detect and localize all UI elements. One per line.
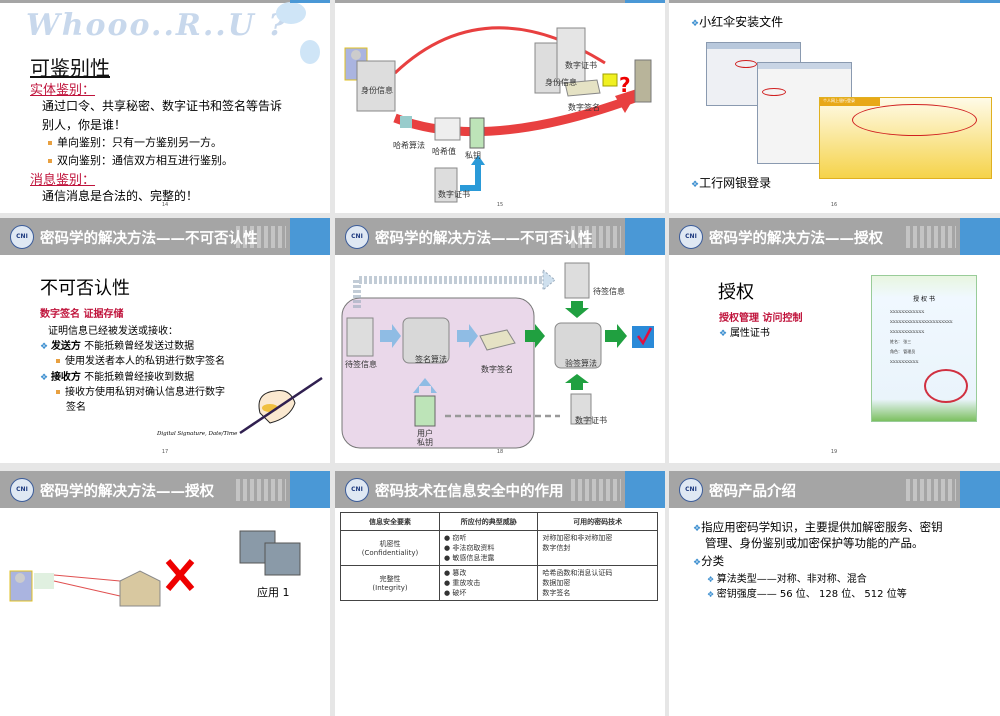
label-to-sign: 待签信息 <box>345 360 377 369</box>
label-private-key: 私钥 <box>465 151 481 160</box>
page-number: 14 <box>161 202 169 208</box>
logo-icon: CNI <box>345 225 369 249</box>
label-hash-algorithm: 哈希算法 <box>393 141 425 150</box>
label-digital-signature: 数字签名 <box>568 103 600 112</box>
label-hash-value: 哈希值 <box>432 147 456 156</box>
bullet-item: 双向鉴别：通信双方相互进行鉴别。 <box>48 152 233 168</box>
sub-bullet: ❖ 算法类型——对称、非对称、混合 <box>707 574 867 585</box>
section-heading: 消息鉴别： <box>30 173 96 188</box>
logo-icon: CNI <box>679 478 703 502</box>
slide-header-title: 密码学的解决方法——不可否认性 <box>40 231 258 247</box>
label-sign-algorithm: 签名算法 <box>415 355 447 364</box>
table-row: 完整性(Integrity) ● 篡改● 重放攻击● 破坏 哈希函数和消息认证码… <box>339 565 658 601</box>
bank-login-title: 个人网上银行登录 <box>820 98 880 106</box>
bank-login-screenshot: 个人网上银行登录 <box>819 97 992 179</box>
logo-icon: CNI <box>679 225 703 249</box>
slide-title: 授权 <box>718 282 754 303</box>
page-number: 15 <box>496 202 504 208</box>
body-text: 证明信息已经被发送或接收： <box>48 326 178 337</box>
slide-title: 可鉴别性 <box>30 56 110 80</box>
red-subtitle: 数字签名 证据存储 <box>40 309 124 320</box>
label-user-key: 私钥 <box>417 438 433 447</box>
slide-header-title: 密码技术在信息安全中的作用 <box>375 484 564 500</box>
page-number: 19 <box>830 449 838 455</box>
label-certificate: 数字证书 <box>575 416 607 425</box>
bullet-item: ❖分类 <box>693 554 725 568</box>
body-text: 别人，你是谁！ <box>42 118 127 132</box>
page-number: 17 <box>161 449 169 455</box>
sub-bullet: 签名 <box>66 402 86 413</box>
svg-text:?: ? <box>619 73 631 97</box>
page-number: 18 <box>496 449 504 455</box>
authorization-diagram <box>9 530 301 607</box>
bullet-item: ❖工行网银登录 <box>691 176 772 190</box>
slide-header <box>669 0 1000 3</box>
non-repudiation-diagram <box>341 262 654 449</box>
slide-thumbnail-16[interactable]: ❖小红伞安装文件 个人网上银行登录 ❖工行网银登录 16 <box>669 0 1000 213</box>
bullet-item: ❖指应用密码学知识，主要提供加解密服务、密钥 <box>693 520 943 534</box>
bullet-item: ❖ 接收方 不能抵赖曾经接收到数据 <box>40 372 195 383</box>
slide-thumbnail-14[interactable]: Whooo..R..U ? 可鉴别性 实体鉴别： 通过口令、共享秘密、数字证书和… <box>0 0 330 213</box>
body-text: 通信消息是合法的、完整的！ <box>42 189 199 203</box>
bullet-item-cont: 管理、身份鉴别或加密保护等功能的产品。 <box>705 536 924 550</box>
slide-header: CNI 密码学的解决方法——授权 <box>669 218 1000 255</box>
slide-thumbnail-21[interactable]: CNI 密码技术在信息安全中的作用 信息安全要素所应付的典型威胁可用的密码技术 机… <box>335 471 665 716</box>
signature-caption: Digital Signature, Date/Time <box>157 431 238 437</box>
label-to-sign: 待签信息 <box>593 287 625 296</box>
cloud-icon <box>276 2 306 24</box>
section-heading: 实体鉴别： <box>30 83 96 98</box>
label-user-key: 用户 <box>417 429 433 438</box>
slide-header: CNI 密码技术在信息安全中的作用 <box>335 471 665 508</box>
sub-bullet: ❖ 密钥强度—— 56 位、 128 位、 512 位等 <box>707 589 907 600</box>
slide-header: CNI 密码产品介绍 <box>669 471 1000 508</box>
certificate-title: 授 权 书 <box>913 296 935 303</box>
red-subtitle: 授权管理 访问控制 <box>719 313 803 324</box>
slide-header: CNI 密码学的解决方法——不可否认性 <box>0 218 330 255</box>
watermark-text: Whooo..R..U ? <box>26 8 288 43</box>
label-certificate: 数字证书 <box>565 61 597 70</box>
bullet-item: ❖小红伞安装文件 <box>691 15 784 29</box>
seal-stamp <box>924 369 968 403</box>
sub-bullet: 接收方使用私钥对确认信息进行数字 <box>56 383 225 398</box>
slide-thumbnail-19[interactable]: CNI 密码学的解决方法——授权 授权 授权管理 访问控制 ❖ 属性证书 授 权 … <box>669 218 1000 463</box>
slide-thumbnail-20[interactable]: CNI 密码学的解决方法——授权 应用 1 <box>0 471 330 716</box>
logo-icon: CNI <box>10 478 34 502</box>
page-number: 16 <box>830 202 838 208</box>
label-digital-signature: 数字签名 <box>481 365 513 374</box>
label-identity-info: 身份信息 <box>361 86 393 95</box>
slide-header <box>0 0 330 3</box>
table-header-row: 信息安全要素所应付的典型威胁可用的密码技术 <box>339 512 658 531</box>
slide-header <box>335 0 665 3</box>
label-identity-info: 身份信息 <box>545 78 577 87</box>
slide-header-title: 密码学的解决方法——授权 <box>709 231 883 247</box>
crypto-role-table: 信息安全要素所应付的典型威胁可用的密码技术 机密性(Confidentialit… <box>339 512 658 601</box>
logo-icon: CNI <box>10 225 34 249</box>
slide-thumbnail-15[interactable]: ? 身份信息 哈希算法 哈希值 私钥 数字证书 数字证书 身份信息 数字签名 1… <box>335 0 665 213</box>
slide-thumbnail-22[interactable]: CNI 密码产品介绍 ❖指应用密码学知识，主要提供加解密服务、密钥 管理、身份鉴别… <box>669 471 1000 716</box>
slide-header: CNI 密码学的解决方法——授权 <box>0 471 330 508</box>
logo-icon: CNI <box>345 478 369 502</box>
bullet-item: ❖ 属性证书 <box>719 328 770 339</box>
label-application: 应用 1 <box>257 586 290 599</box>
bullet-item: 单向鉴别：只有一方鉴别另一方。 <box>48 134 222 150</box>
slide-thumbnail-17[interactable]: CNI 密码学的解决方法——不可否认性 不可否认性 数字签名 证据存储 证明信息已… <box>0 218 330 463</box>
slide-header-title: 密码产品介绍 <box>709 484 796 500</box>
slide-header-title: 密码学的解决方法——授权 <box>40 484 214 500</box>
slide-thumbnail-18[interactable]: CNI 密码学的解决方法——不可否认性 待签信息 签名算法 数字签名 待签信息 验… <box>335 218 665 463</box>
label-verify-algorithm: 验签算法 <box>565 359 597 368</box>
slide-header-title: 密码学的解决方法——不可否认性 <box>375 231 593 247</box>
cloud-icon <box>300 40 320 64</box>
sub-bullet: 使用发送者本人的私钥进行数字签名 <box>56 352 225 367</box>
body-text: 通过口令、共享秘密、数字证书和签名等告诉 <box>42 99 283 113</box>
slide-title: 不可否认性 <box>40 278 130 299</box>
slide-header: CNI 密码学的解决方法——不可否认性 <box>335 218 665 255</box>
table-row: 机密性(Confidentiality) ● 窃听● 非法窃取资料● 敏感信息泄… <box>339 530 658 566</box>
bullet-item: ❖ 发送方 不能抵赖曾经发送过数据 <box>40 341 195 352</box>
identity-signing-diagram: ? <box>344 26 652 203</box>
label-certificate: 数字证书 <box>438 190 470 199</box>
hand-writing-icon <box>239 376 323 435</box>
